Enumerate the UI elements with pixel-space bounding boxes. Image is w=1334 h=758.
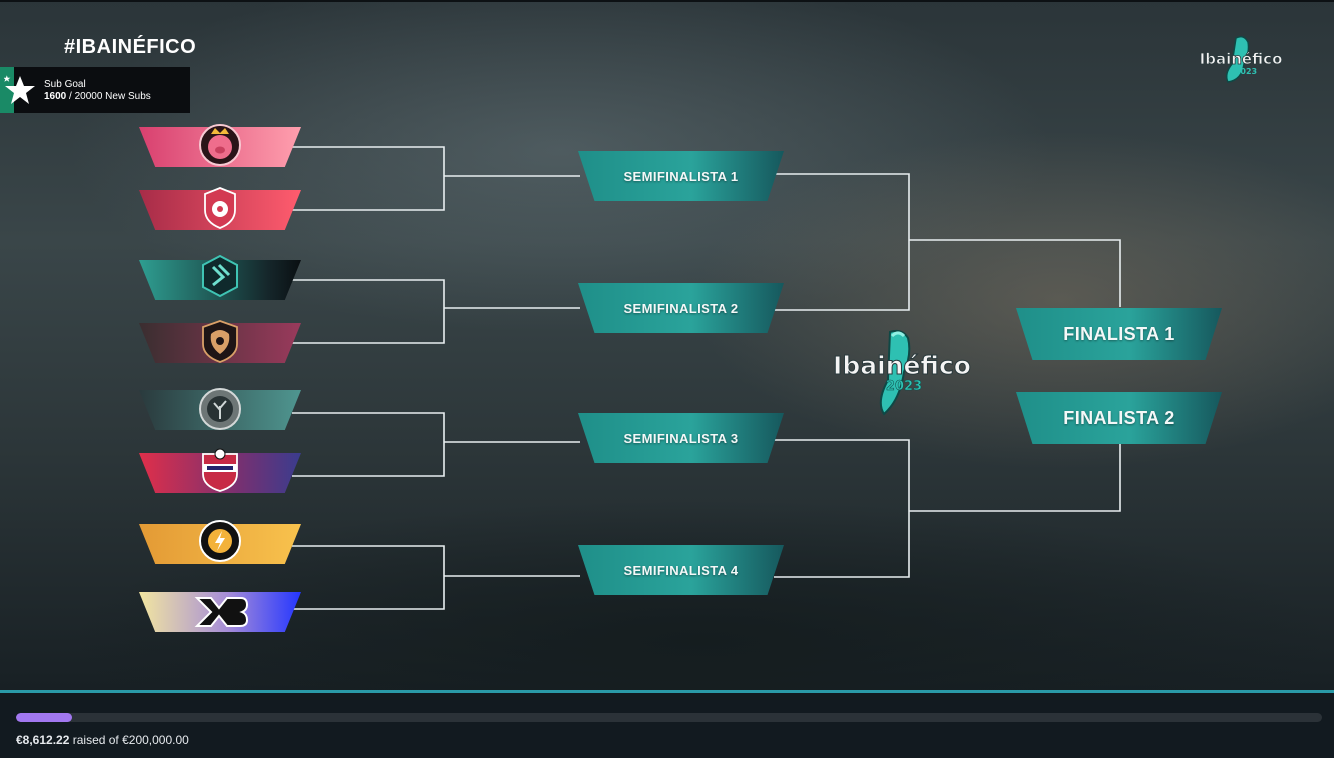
tournament-stage: #IBAINÉFICO Sub Goal 1600 / 20000 New Su… <box>0 0 1334 690</box>
sub-goal-text: Sub Goal 1600 / 20000 New Subs <box>44 79 151 103</box>
donation-progress-track <box>16 713 1322 722</box>
semifinal-slot-3: SEMIFINALISTA 3 <box>578 413 784 463</box>
sub-goal-widget: Sub Goal 1600 / 20000 New Subs <box>0 67 190 113</box>
donation-goal-text: raised of €200,000.00 <box>72 733 189 747</box>
donation-bar: €8,612.22 raised of €200,000.00 <box>0 690 1334 758</box>
final-slot-2: FINALISTA 2 <box>1016 392 1222 444</box>
team-crest-xbuyer-icon <box>194 597 249 627</box>
logo-center-brand: Ibainéfico <box>833 351 971 380</box>
sub-goal-accent <box>0 67 14 113</box>
donation-raised-amount: €8,612.22 <box>16 733 70 747</box>
logo-small-brand: Ibainéfico <box>1200 50 1283 68</box>
star-icon <box>4 75 35 104</box>
final-slot-1: FINALISTA 1 <box>1016 308 1222 360</box>
sub-goal-progress: 1600 / 20000 New Subs <box>44 91 151 103</box>
team-crest-porcinos-icon <box>199 124 241 166</box>
ibainefico-logo-center: Ibainéfico 2023 <box>833 329 971 416</box>
team-crest-tree-icon <box>199 388 241 430</box>
sub-goal-target: / 20000 New Subs <box>69 91 151 102</box>
team-crest-jijantes-icon <box>202 448 238 492</box>
top-border <box>0 0 1334 2</box>
semifinal-slot-4: SEMIFINALISTA 4 <box>578 545 784 595</box>
donation-raised-text: €8,612.22 raised of €200,000.00 <box>16 733 189 747</box>
semifinal-slot-2: SEMIFINALISTA 2 <box>578 283 784 333</box>
logo-small-year: 2023 <box>1235 67 1257 76</box>
sub-goal-title: Sub Goal <box>44 79 86 90</box>
team-crest-aniquiladores-icon <box>204 187 236 229</box>
ibainefico-logo-small: Ibainéfico 2023 <box>1199 35 1283 83</box>
team-crest-el-barrio-icon <box>202 254 238 298</box>
semifinal-slot-1: SEMIFINALISTA 1 <box>578 151 784 201</box>
bracket-lines <box>292 146 1121 610</box>
team-crest-rayo-icon <box>199 520 241 562</box>
donation-progress-fill <box>16 713 73 722</box>
logo-center-year: 2023 <box>886 379 922 394</box>
sub-goal-current: 1600 <box>44 91 67 102</box>
team-crest-lion-icon <box>202 320 238 363</box>
hashtag-title: #IBAINÉFICO <box>64 36 197 58</box>
